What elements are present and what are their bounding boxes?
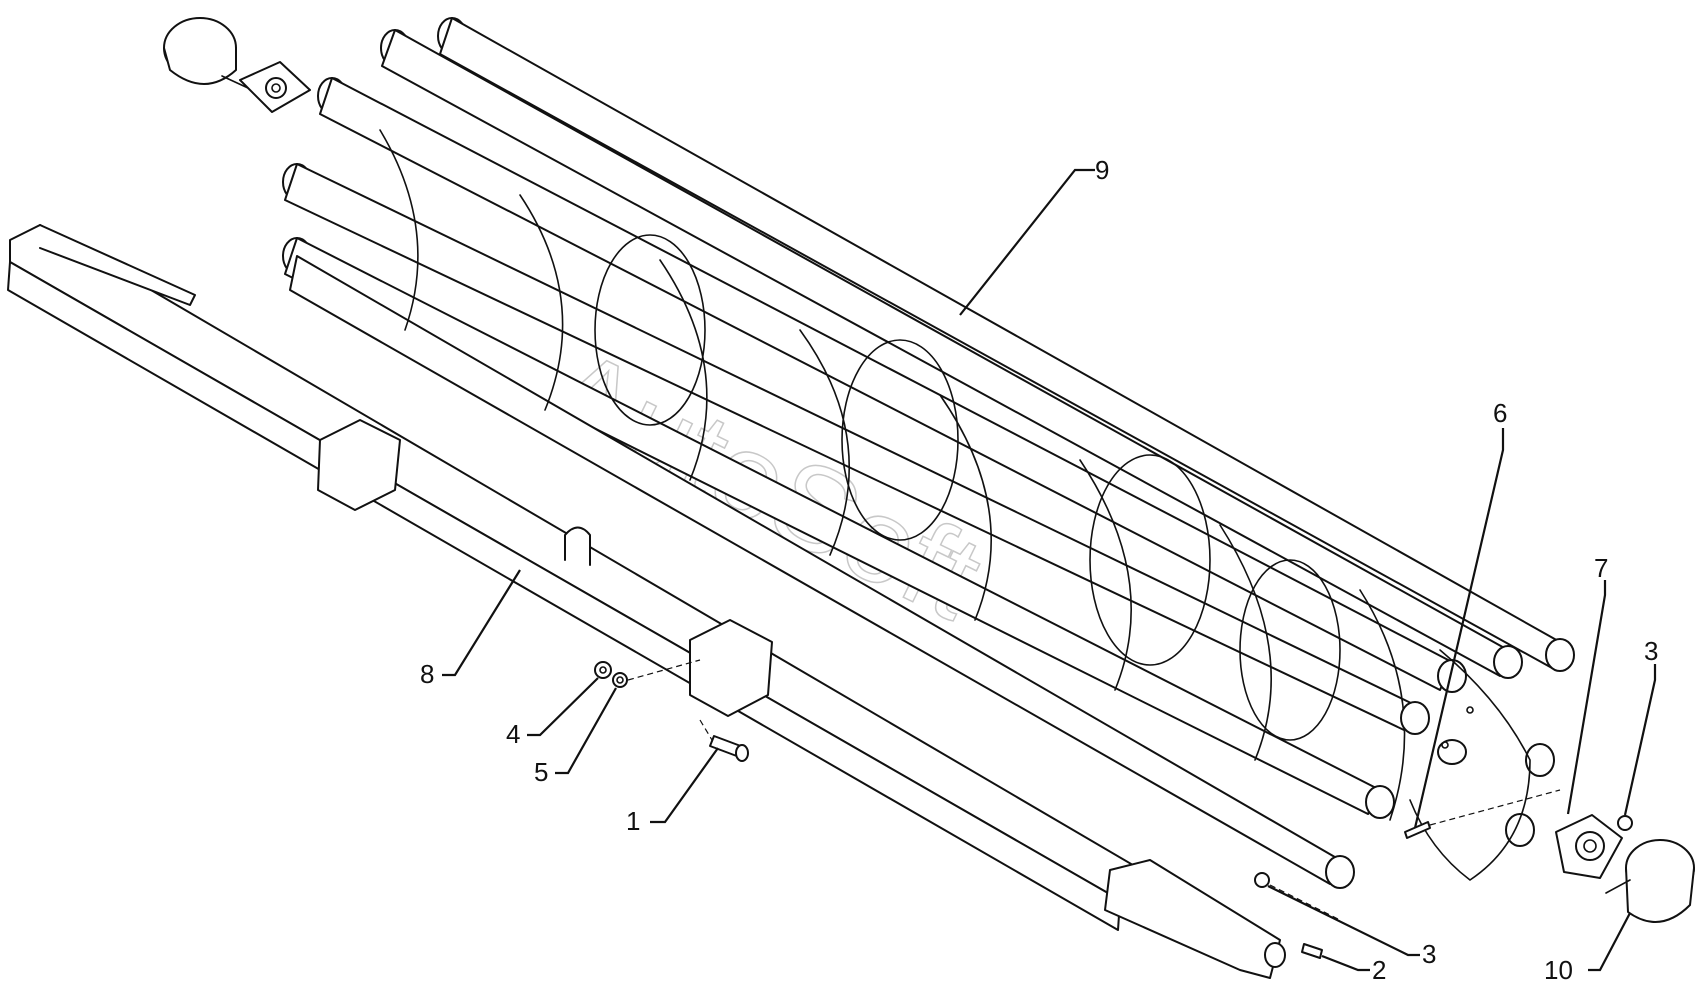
washer-5 xyxy=(612,672,628,688)
callout-10: 10 xyxy=(1544,912,1631,985)
callout-2: 2 xyxy=(1321,954,1386,985)
flange-bearing-top xyxy=(239,61,311,113)
assembly-line-6 xyxy=(1429,789,1561,826)
assembly-line-1 xyxy=(699,719,713,741)
svg-text:10: 10 xyxy=(1544,955,1573,985)
svg-text:4: 4 xyxy=(506,719,520,749)
flange-bearing-right xyxy=(1555,814,1623,879)
assembly-line-4-5 xyxy=(627,659,701,681)
assembly-line-3 xyxy=(1269,884,1341,921)
callout-5: 5 xyxy=(534,687,617,787)
svg-text:6: 6 xyxy=(1493,398,1507,428)
hub-cover-right xyxy=(1605,839,1695,923)
svg-text:5: 5 xyxy=(534,757,548,787)
svg-text:9: 9 xyxy=(1095,155,1109,185)
callout-4: 4 xyxy=(506,677,599,749)
callout-3-lower: 3 xyxy=(1267,885,1436,969)
svg-text:8: 8 xyxy=(420,659,434,689)
callout-6: 6 xyxy=(1413,398,1507,829)
bolt-2 xyxy=(1301,943,1323,959)
svg-text:2: 2 xyxy=(1372,955,1386,985)
callout-7: 7 xyxy=(1566,553,1608,815)
svg-text:3: 3 xyxy=(1422,939,1436,969)
nut-4 xyxy=(594,661,612,679)
nut-3-lower xyxy=(1254,872,1270,888)
nut-3-right xyxy=(1617,815,1633,831)
pin-6 xyxy=(1404,821,1431,839)
callout-8: 8 xyxy=(420,569,521,689)
hub-cover-top xyxy=(163,17,249,89)
callout-9: 9 xyxy=(959,155,1109,316)
frame-beam xyxy=(7,224,1286,979)
svg-text:7: 7 xyxy=(1594,553,1608,583)
callout-1: 1 xyxy=(626,747,719,836)
svg-text:3: 3 xyxy=(1644,636,1658,666)
callout-3-right: 3 xyxy=(1623,636,1658,816)
bolt-1 xyxy=(709,735,749,762)
cage-roller xyxy=(282,17,1575,889)
svg-text:1: 1 xyxy=(626,806,640,836)
